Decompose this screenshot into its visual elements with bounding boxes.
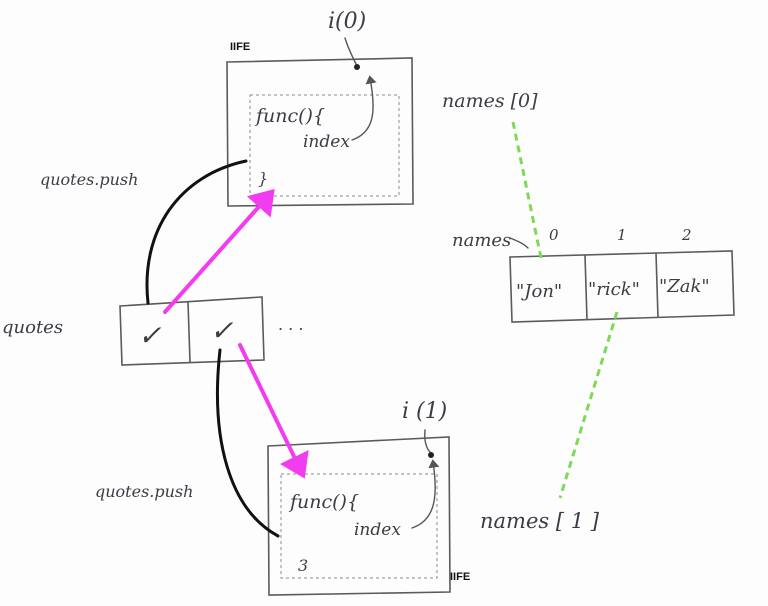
bottom-scope-line — [424, 429, 431, 453]
top-close-brace: } — [258, 169, 268, 188]
bottom-iife-box — [267, 436, 451, 596]
quotes-label: quotes — [2, 317, 63, 338]
names-cell-2: "Zak" — [659, 276, 710, 297]
top-iife-tag: IIFE — [230, 41, 250, 53]
bottom-func-line: func(){ — [288, 491, 359, 513]
closure-arrow-bottom — [238, 343, 309, 479]
names-array-box — [509, 250, 735, 323]
bottom-scope-label: i (1) — [402, 399, 447, 424]
top-func-line: func(){ — [254, 105, 325, 127]
quotes-cell-divider — [187, 301, 191, 363]
quotes-push-bottom-label: quotes.push — [95, 482, 193, 501]
quotes-cell-0: ✓ — [138, 319, 162, 352]
top-index-arrow — [351, 75, 377, 141]
bottom-index-label: index — [354, 520, 401, 540]
quotes-array-box — [119, 296, 265, 366]
top-iife-box — [226, 57, 414, 207]
top-scope-line — [344, 37, 357, 65]
quotes-ellipsis: . . . — [278, 315, 303, 334]
top-scope-label: i(0) — [328, 9, 366, 34]
reference-line-names-0 — [511, 121, 543, 259]
names-divider-1 — [584, 254, 588, 321]
closure-arrow-top — [163, 189, 275, 314]
bottom-iife: IIFE i (1) func(){ index 3 — [267, 399, 470, 596]
names-array-label: names — [452, 230, 511, 251]
bottom-func-box — [280, 473, 438, 579]
quotes-cell-1: ✓ — [210, 314, 234, 347]
names-index-1: 1 — [617, 226, 627, 244]
top-func-box — [249, 94, 400, 197]
names-cell-1: "rick" — [588, 279, 640, 300]
names-index-2: 2 — [681, 226, 692, 244]
reference-line-names-1 — [558, 311, 619, 499]
bottom-index-arrow — [411, 459, 440, 529]
top-scope-dot — [354, 64, 360, 70]
names-1-label: names [ 1 ] — [480, 509, 600, 533]
top-index-label: index — [303, 132, 350, 152]
bottom-close-brace: 3 — [298, 556, 308, 575]
names-cell-0: "Jon" — [516, 281, 562, 302]
push-line-top — [145, 159, 248, 305]
names-0-label: names [0] — [442, 90, 538, 112]
bottom-iife-tag: IIFE — [450, 571, 470, 583]
quotes-array: quotes ✓ ✓ . . . — [2, 296, 303, 366]
names-array-pointer — [509, 237, 529, 249]
top-iife: IIFE i(0) func(){ index } — [226, 9, 414, 207]
names-divider-2 — [655, 252, 659, 319]
names-array: names [0] names 0 1 2 "Jon" "rick" "Zak"… — [442, 90, 735, 533]
quotes-push-top-label: quotes.push — [40, 170, 138, 189]
push-line-bottom — [216, 348, 280, 538]
bottom-scope-dot — [428, 452, 434, 458]
names-index-0: 0 — [549, 226, 559, 244]
